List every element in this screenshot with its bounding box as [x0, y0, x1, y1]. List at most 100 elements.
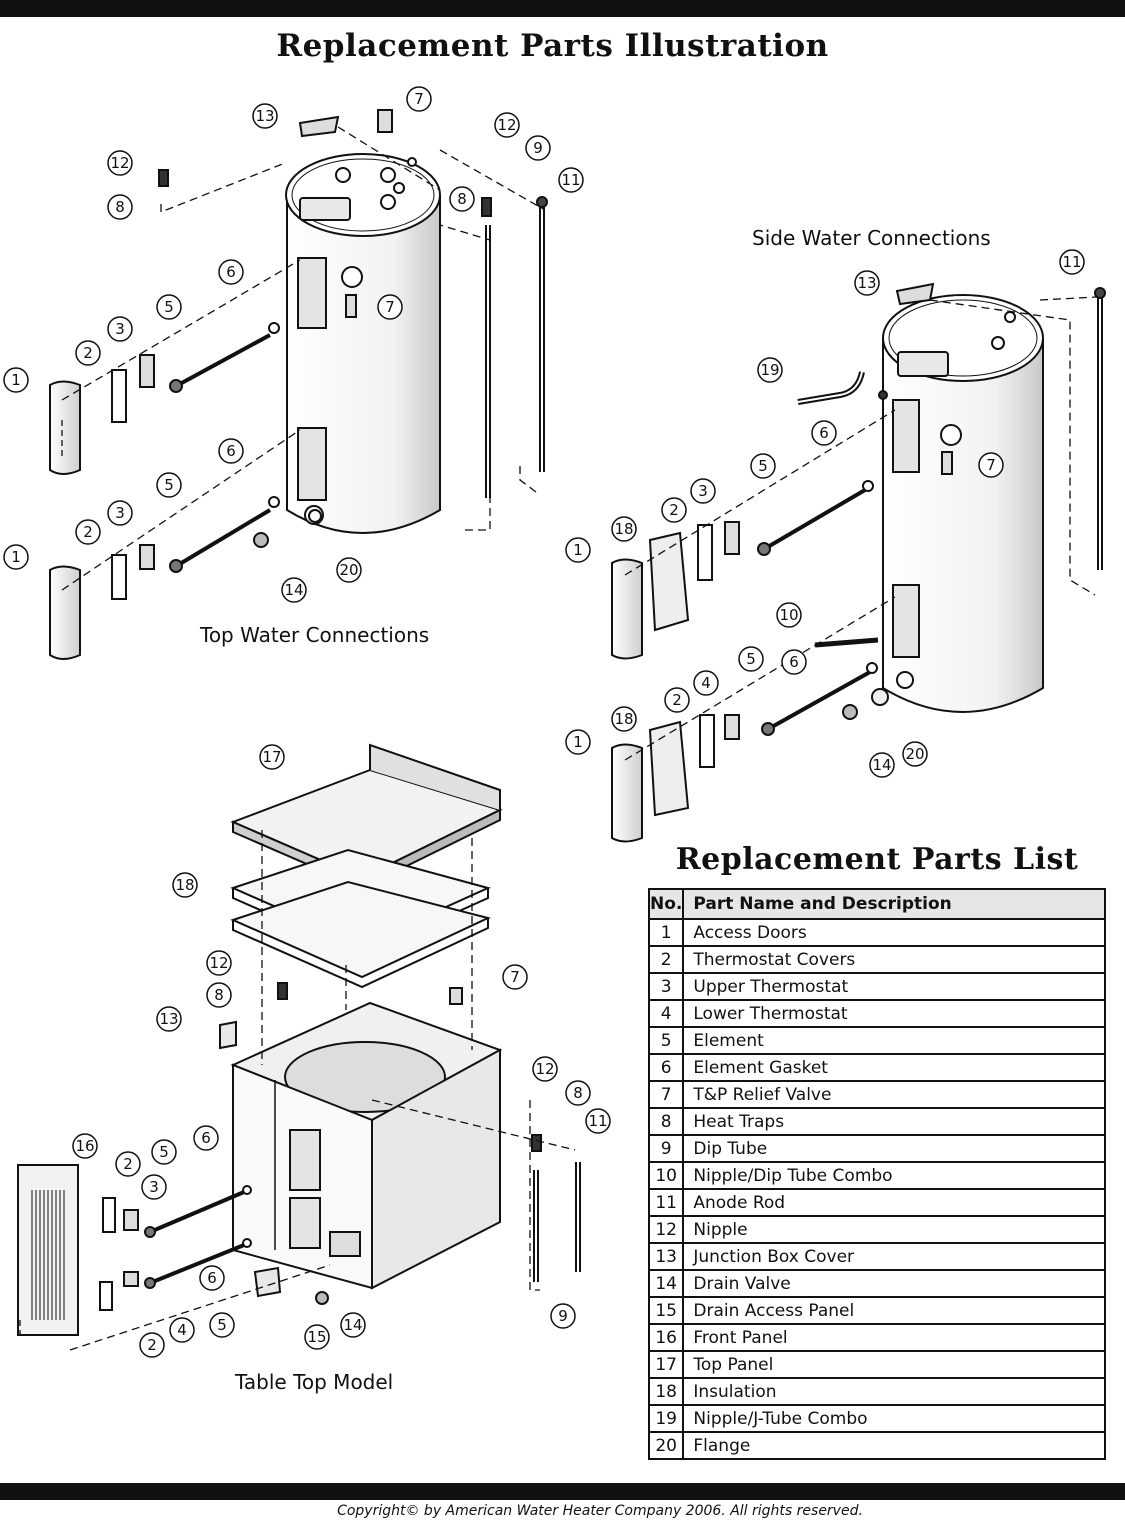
callout-table-top: 5: [209, 1312, 235, 1338]
callout-circle: [193, 1125, 219, 1151]
callout-number: 1: [573, 541, 583, 559]
callout-number: 19: [760, 361, 779, 379]
callout-circle: [869, 752, 895, 778]
callout-table-top: 8: [565, 1080, 591, 1106]
parts-diagram: Top Water Connections Side Water Connect…: [3, 86, 1106, 1394]
part-name: Insulation: [682, 1377, 1106, 1406]
callout-number: 9: [533, 139, 543, 157]
callout-circle: [172, 872, 198, 898]
part-name: Drain Valve: [682, 1269, 1106, 1298]
callout-circle: [156, 1006, 182, 1032]
callout-number: 18: [614, 520, 633, 538]
callout-table-top: 11: [585, 1108, 611, 1134]
callout-top: 3: [107, 316, 133, 342]
part-name: Junction Box Cover: [682, 1242, 1106, 1271]
callout-table-top: 14: [340, 1312, 366, 1338]
callout-circle: [156, 472, 182, 498]
callout-number: 11: [561, 171, 580, 189]
callout-circle: [565, 729, 591, 755]
callout-table-top: 18: [172, 872, 198, 898]
callout-number: 5: [164, 476, 174, 494]
callout-circle: [304, 1324, 330, 1350]
callout-circle: [690, 478, 716, 504]
part-number: 20: [647, 1431, 685, 1460]
part-number: 7: [647, 1080, 685, 1109]
callout-circle: [902, 741, 928, 767]
callout-number: 2: [147, 1336, 157, 1354]
callout-circle: [281, 577, 307, 603]
callout-circle: [218, 438, 244, 464]
callout-side: 1: [565, 729, 591, 755]
part-number: 1: [647, 918, 685, 947]
callout-top: 2: [75, 519, 101, 545]
part-number: 2: [647, 945, 685, 974]
callout-circle: [107, 500, 133, 526]
callout-number: 14: [284, 581, 303, 599]
callout-circle: [107, 194, 133, 220]
callout-top: 6: [218, 259, 244, 285]
callout-circle: [75, 519, 101, 545]
callout-side: 6: [811, 420, 837, 446]
part-name: Nipple/Dip Tube Combo: [682, 1161, 1106, 1190]
callout-circle: [781, 649, 807, 675]
callout-top: 1: [3, 544, 29, 570]
part-name: Front Panel: [682, 1323, 1106, 1352]
part-name: Lower Thermostat: [682, 999, 1106, 1028]
part-name: Nipple: [682, 1215, 1106, 1244]
part-number: 14: [647, 1269, 685, 1298]
header-part-name: Part Name and Description: [682, 888, 1106, 920]
callout-circle: [664, 687, 690, 713]
callout-side: 5: [738, 646, 764, 672]
callout-number: 2: [669, 501, 679, 519]
callout-number: 7: [414, 90, 424, 108]
callout-top: 6: [218, 438, 244, 464]
callout-number: 5: [164, 298, 174, 316]
callout-number: 14: [343, 1316, 362, 1334]
part-number: 4: [647, 999, 685, 1028]
top-tank-parts: [49, 109, 548, 660]
callout-number: 1: [573, 733, 583, 751]
callout-number: 4: [701, 674, 711, 692]
part-name: Element: [682, 1026, 1106, 1055]
callout-circle: [107, 150, 133, 176]
callout-table-top: 6: [199, 1265, 225, 1291]
callout-number: 8: [573, 1084, 583, 1102]
callout-circle: [532, 1056, 558, 1082]
callout-top: 8: [449, 186, 475, 212]
callout-circle: [611, 706, 637, 732]
callout-circle: [757, 357, 783, 383]
callout-side: 3: [690, 478, 716, 504]
callout-number: 11: [1062, 253, 1081, 271]
callout-number: 12: [209, 954, 228, 972]
callout-number: 20: [905, 745, 924, 763]
callout-top: 5: [156, 472, 182, 498]
callout-number: 6: [789, 653, 799, 671]
callout-number: 12: [110, 154, 129, 172]
callout-side: 19: [757, 357, 783, 383]
table-top-leaders: [19, 830, 576, 1351]
callout-number: 8: [214, 986, 224, 1004]
callout-number: 3: [149, 1178, 159, 1196]
callout-top: 7: [406, 86, 432, 112]
parts-list-title: Replacement Parts List: [675, 842, 1079, 877]
top-connections-tank: [285, 153, 441, 534]
callout-circle: [340, 1312, 366, 1338]
callout-table-top: 2: [115, 1151, 141, 1177]
callout-top: 12: [107, 150, 133, 176]
callout-top: 7: [377, 294, 403, 320]
part-number: 15: [647, 1296, 685, 1325]
callout-side: 11: [1059, 249, 1085, 275]
part-name: Anode Rod: [682, 1188, 1106, 1217]
callout-table-top: 5: [151, 1139, 177, 1165]
part-name: Access Doors: [682, 918, 1106, 947]
callout-table-top: 7: [502, 964, 528, 990]
